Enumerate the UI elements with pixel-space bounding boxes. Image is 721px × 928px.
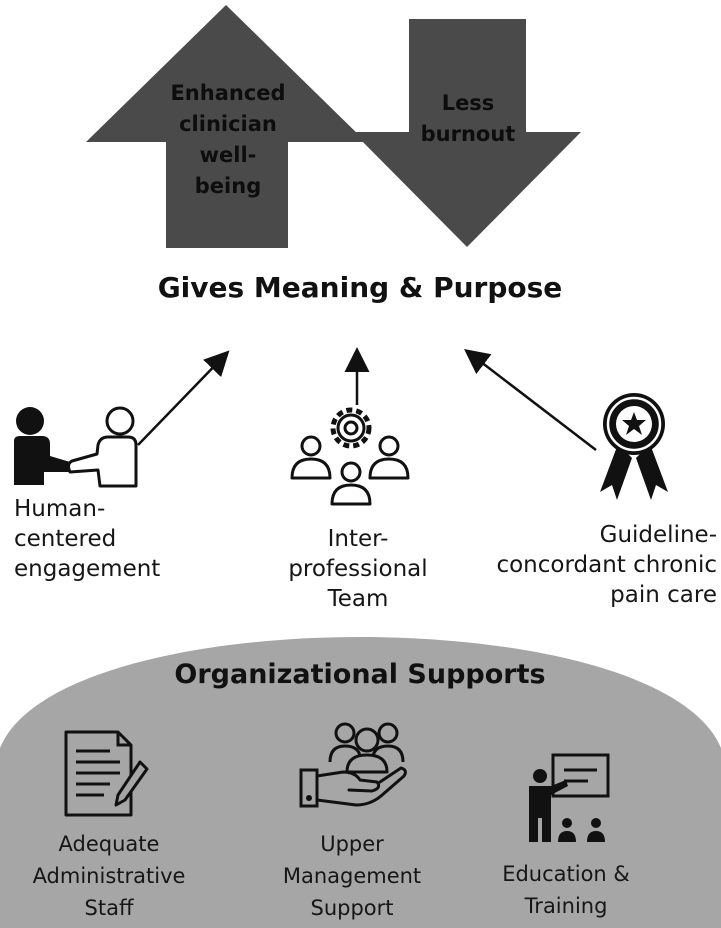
meaning-title: Gives Meaning & Purpose <box>157 271 563 304</box>
arrow-guideline-to-meaning <box>464 348 597 451</box>
driver-label-team: Inter-professional Team <box>288 526 428 612</box>
support-label-management: Upper Management Support <box>282 832 422 920</box>
up-arrow-label: Enhanced clinician well-being <box>170 81 286 198</box>
arrow-engagement-to-meaning <box>137 350 230 446</box>
document-pen-icon <box>64 730 149 817</box>
driver-label-engagement: Human-centered engagement <box>14 496 161 582</box>
supports-dome <box>0 637 721 928</box>
team-gear-icon <box>290 407 410 506</box>
support-label-education: Education & Training <box>502 862 630 918</box>
hand-people-icon <box>299 722 407 808</box>
driver-label-guideline: Guideline-concordant chronic pain care <box>496 522 717 608</box>
teacher-board-icon <box>529 753 610 842</box>
handshake-icon <box>14 406 138 488</box>
award-ribbon-icon <box>600 393 668 500</box>
down-arrow-shape <box>353 19 581 247</box>
supports-title: Organizational Supports <box>174 659 546 690</box>
up-arrow-shape <box>86 5 366 248</box>
support-label-admin-staff: Adequate Administrative Staff <box>32 832 186 920</box>
down-arrow-label: Less burnout <box>420 91 516 146</box>
